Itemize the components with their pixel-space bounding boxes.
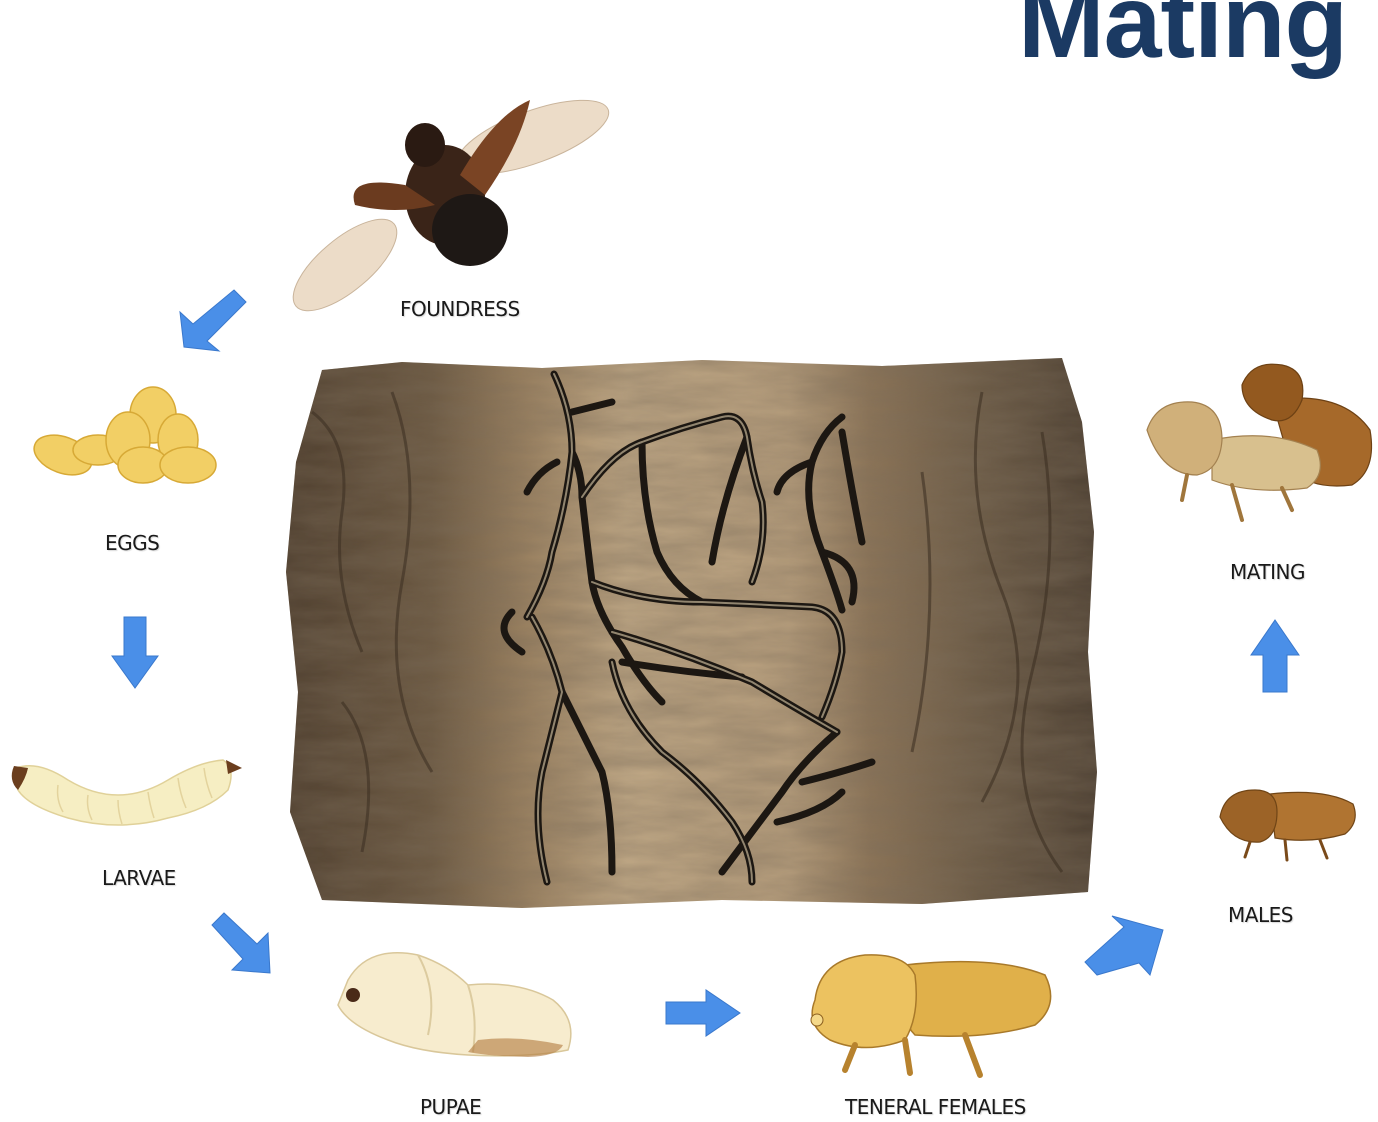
arrow-teneral-males — [1085, 916, 1163, 975]
arrow-larvae-pupae — [212, 913, 270, 973]
arrow-foundress-eggs — [180, 290, 246, 351]
arrow-pupae-teneral — [666, 990, 740, 1036]
arrow-males-mating — [1251, 620, 1299, 692]
arrow-eggs-larvae — [112, 617, 158, 688]
